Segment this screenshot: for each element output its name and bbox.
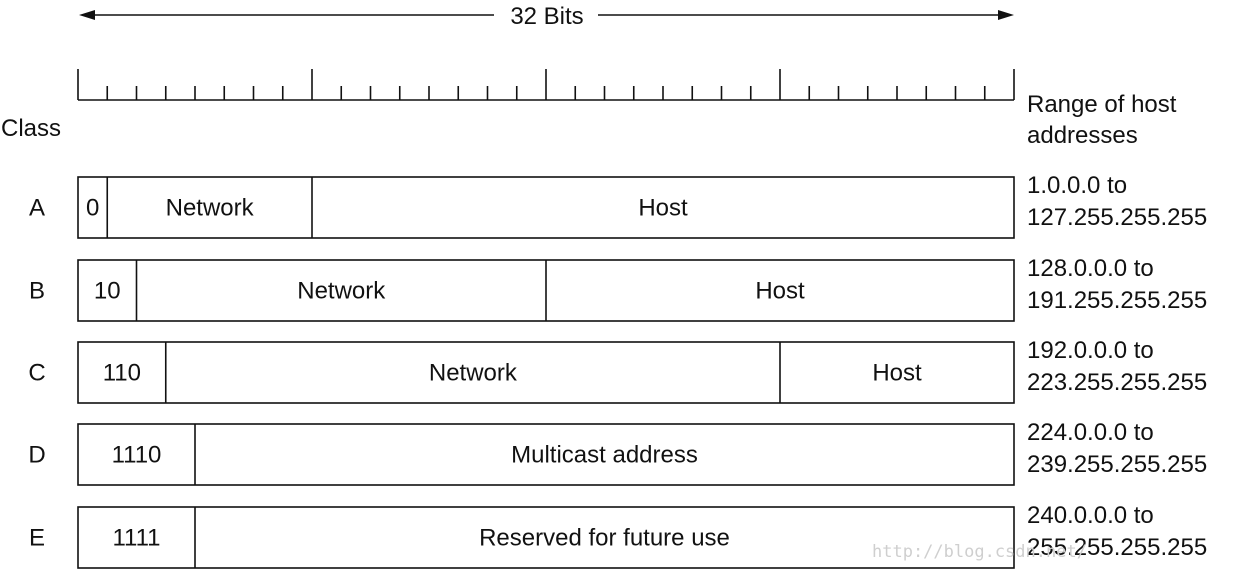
field-label: Network: [297, 278, 386, 305]
range-start: 192.0.0.0 to: [1027, 337, 1154, 364]
bits-label: 32 Bits: [510, 3, 583, 30]
range-heading-line1: Range of host: [1027, 91, 1177, 118]
field-label: Multicast address: [511, 442, 698, 469]
class-letter: C: [28, 360, 45, 387]
field-label: 0: [86, 195, 99, 222]
class-letter: A: [29, 195, 45, 222]
address-box: [77, 176, 1015, 239]
bit-ruler: [77, 69, 1015, 101]
class-row-d: D 1110 Multicast address 224.0.0.0 to 239.25…: [28, 419, 1207, 486]
field-label: Reserved for future use: [479, 525, 730, 552]
field-label: Network: [429, 360, 518, 387]
field-label: Host: [638, 195, 688, 222]
range-end: 239.255.255.255: [1027, 451, 1207, 478]
address-box: [77, 341, 1015, 404]
range-start: 128.0.0.0 to: [1027, 255, 1154, 282]
class-row-e: E 1111 Reserved for future use 240.0.0.0 to…: [29, 502, 1207, 569]
class-letter: D: [28, 442, 45, 469]
address-box: [77, 506, 1015, 569]
range-start: 1.0.0.0 to: [1027, 172, 1127, 199]
class-letter: E: [29, 525, 45, 552]
range-end: 191.255.255.255: [1027, 287, 1207, 314]
address-box: [77, 423, 1015, 486]
field-label: 1110: [112, 442, 162, 469]
field-label: 10: [94, 278, 121, 305]
field-label: 1111: [112, 525, 160, 552]
field-label: Host: [755, 278, 805, 305]
bits-arrow-left-head: [79, 10, 95, 20]
field-label: Network: [166, 195, 255, 222]
range-start: 240.0.0.0 to: [1027, 502, 1154, 529]
class-row-b: B 10 Network Host 128.0.0.0 to 191.255.255.25…: [29, 255, 1207, 322]
range-heading-line2: addresses: [1027, 122, 1138, 149]
class-row-a: A 0 Network Host 1.0.0.0 to 127.255.255.255: [29, 172, 1207, 239]
range-end: 255.255.255.255: [1027, 534, 1207, 561]
range-end: 223.255.255.255: [1027, 369, 1207, 396]
class-heading: Class: [1, 115, 61, 142]
class-row-c: C 110 Network Host 192.0.0.0 to 223.255.255.2…: [28, 337, 1207, 404]
class-letter: B: [29, 278, 45, 305]
field-label: 110: [103, 360, 141, 387]
bits-arrow-right-head: [998, 10, 1014, 20]
watermark-text: http://blog.csdn.net/: [872, 542, 1087, 562]
field-label: Host: [872, 360, 922, 387]
range-end: 127.255.255.255: [1027, 204, 1207, 231]
range-start: 224.0.0.0 to: [1027, 419, 1154, 446]
